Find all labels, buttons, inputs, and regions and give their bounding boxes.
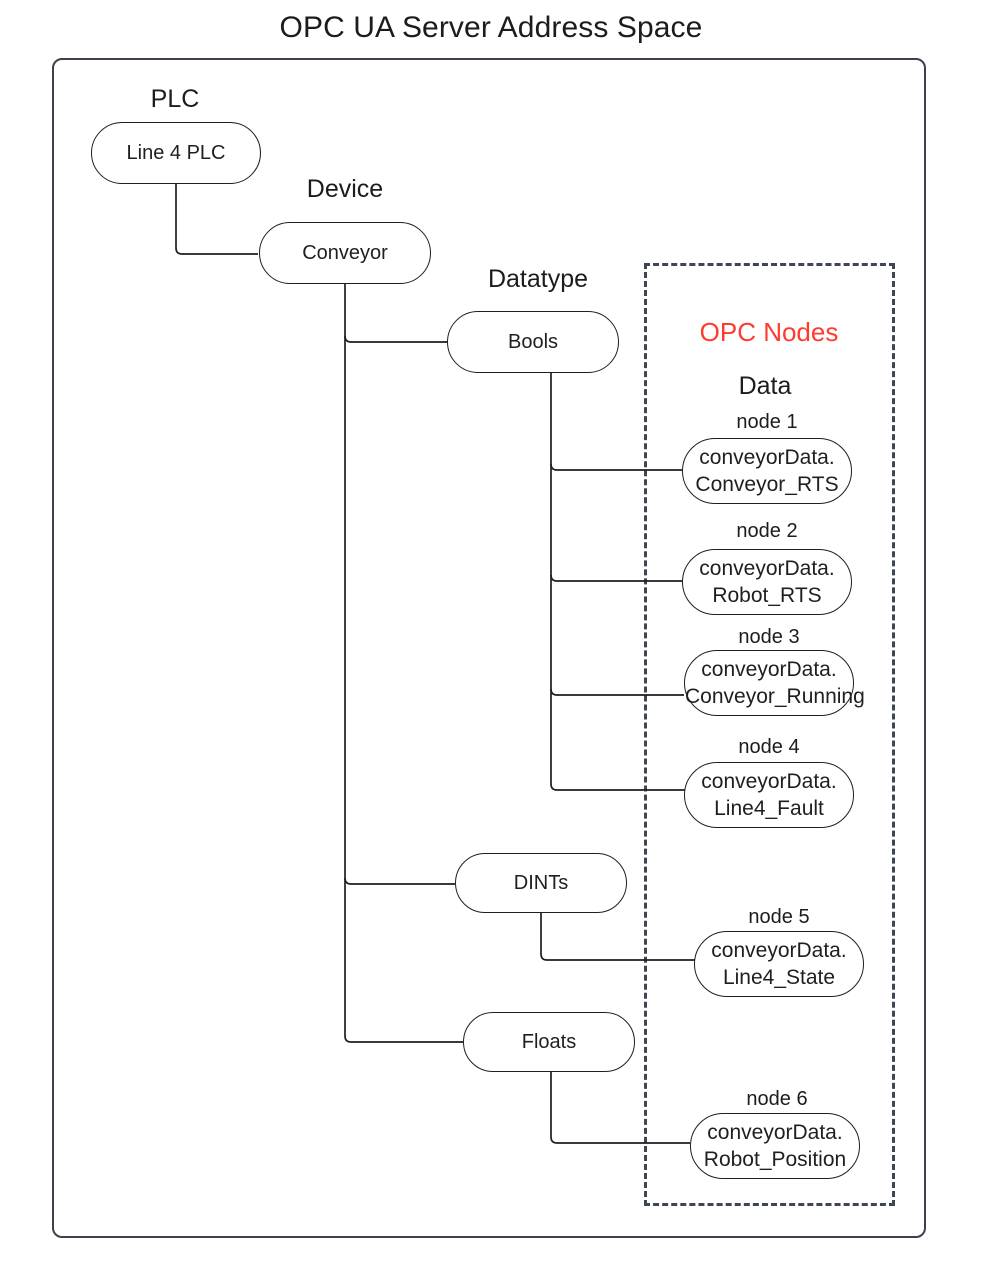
- caption-node-4: node 4: [738, 736, 800, 758]
- caption-opc-nodes: OPC Nodes: [699, 317, 839, 347]
- opc-node-6[interactable]: conveyorData. Robot_Position: [690, 1113, 860, 1179]
- opc-node-2[interactable]: conveyorData. Robot_RTS: [682, 549, 852, 615]
- opc-node-4[interactable]: conveyorData. Line4_Fault: [684, 762, 854, 828]
- opc-node-5-line2: Line4_State: [722, 966, 836, 989]
- node-floats[interactable]: Floats: [463, 1012, 635, 1072]
- node-bools-label: Bools: [507, 330, 559, 353]
- opc-node-1-line1: conveyorData.: [699, 446, 835, 469]
- opc-node-6-line1: conveyorData.: [707, 1121, 843, 1144]
- opc-node-1-line2: Conveyor_RTS: [695, 473, 839, 496]
- caption-plc: PLC: [150, 85, 200, 113]
- server-address-space-frame: [52, 58, 926, 1238]
- node-line-4-plc[interactable]: Line 4 PLC: [91, 122, 261, 184]
- caption-device: Device: [306, 175, 384, 203]
- opc-node-3-line2: Conveyor_Running: [685, 685, 865, 708]
- caption-node-5: node 5: [748, 906, 810, 928]
- opc-node-6-line2: Robot_Position: [703, 1148, 847, 1171]
- opc-node-5[interactable]: conveyorData. Line4_State: [694, 931, 864, 997]
- opc-node-3[interactable]: conveyorData. Conveyor_Running: [684, 650, 865, 716]
- caption-node-2: node 2: [736, 520, 798, 542]
- opc-node-5-line1: conveyorData.: [711, 939, 847, 962]
- caption-node-1: node 1: [736, 411, 798, 433]
- node-bools[interactable]: Bools: [447, 311, 619, 373]
- opc-node-1[interactable]: conveyorData. Conveyor_RTS: [682, 438, 852, 504]
- caption-datatype: Datatype: [487, 265, 589, 293]
- node-conveyor[interactable]: Conveyor: [259, 222, 431, 284]
- caption-node-3: node 3: [738, 626, 800, 648]
- opc-node-2-line1: conveyorData.: [699, 557, 835, 580]
- node-dints-label: DINTs: [513, 871, 569, 894]
- opc-nodes-group: [644, 263, 895, 1206]
- node-line-4-plc-label: Line 4 PLC: [126, 141, 226, 164]
- node-conveyor-label: Conveyor: [302, 241, 388, 264]
- node-dints[interactable]: DINTs: [455, 853, 627, 913]
- opc-node-2-line2: Robot_RTS: [712, 584, 822, 607]
- caption-node-6: node 6: [746, 1088, 808, 1110]
- node-floats-label: Floats: [521, 1030, 577, 1053]
- page-title: OPC UA Server Address Space: [279, 11, 703, 44]
- opc-node-4-line2: Line4_Fault: [714, 797, 824, 820]
- opc-node-3-line1: conveyorData.: [701, 658, 837, 681]
- opc-node-4-line1: conveyorData.: [701, 770, 837, 793]
- caption-data: Data: [738, 372, 792, 400]
